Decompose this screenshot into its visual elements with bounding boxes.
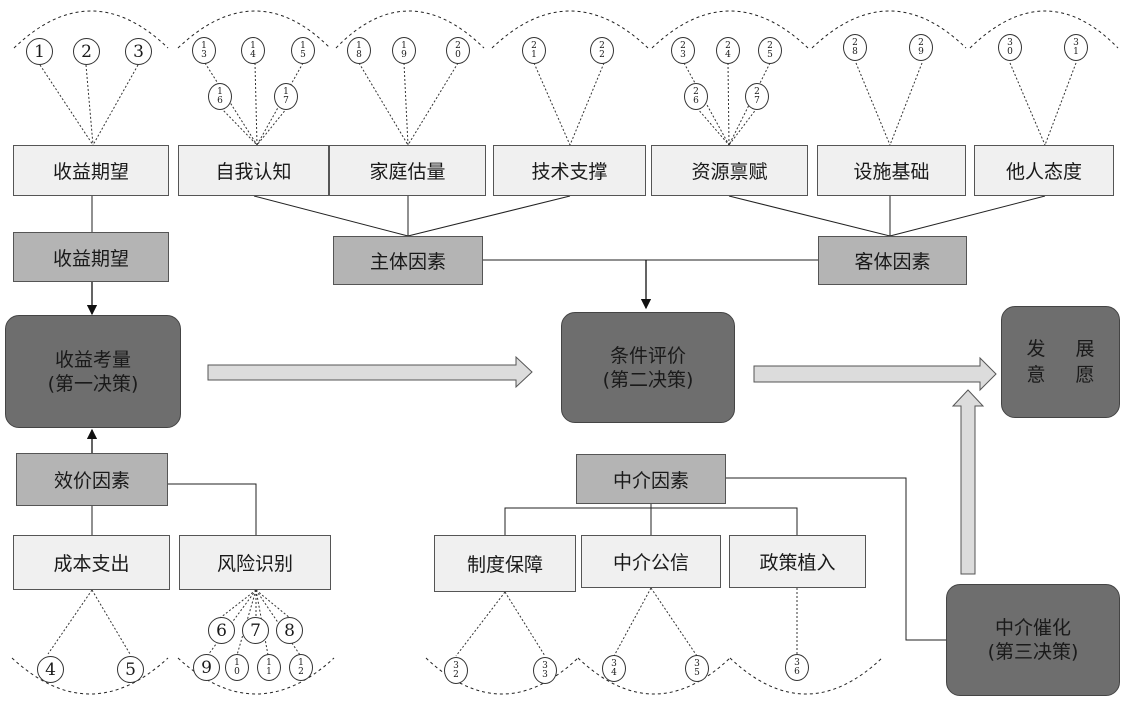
- third-decision-title: 中介催化: [994, 617, 1071, 639]
- goal-row-2: 意愿: [1026, 364, 1095, 386]
- efficiency-factor-node: 效价因素: [16, 453, 168, 506]
- marker-26: 26: [684, 83, 708, 110]
- first-decision-title: 收益考量: [54, 348, 131, 371]
- marker-19: 19: [392, 37, 416, 64]
- first-decision-subtitle: (第一决策): [47, 372, 139, 395]
- subject-factor-node: 主体因素: [333, 236, 483, 285]
- factor-income-expectation-top: 收益期望: [13, 145, 169, 196]
- marker-8: 8: [276, 617, 303, 644]
- marker-11: 11: [257, 654, 281, 681]
- marker-14: 14: [241, 37, 265, 64]
- second-decision-title: 条件评价: [609, 344, 686, 367]
- marker-4: 4: [37, 656, 64, 683]
- marker-30: 30: [998, 34, 1022, 61]
- marker-20: 20: [446, 37, 470, 64]
- development-willingness-node: 发展 意愿: [1001, 306, 1120, 418]
- intermediary-factor-node: 中介因素: [576, 454, 726, 504]
- marker-35: 35: [685, 655, 709, 682]
- risk-identification-node: 风险识别: [179, 535, 331, 590]
- marker-6: 6: [208, 617, 235, 644]
- second-decision-subtitle: (第二决策): [602, 368, 694, 391]
- marker-23: 23: [671, 37, 695, 64]
- marker-18: 18: [347, 37, 371, 64]
- marker-28: 28: [843, 34, 867, 61]
- marker-31: 31: [1064, 34, 1088, 61]
- marker-24: 24: [716, 37, 740, 64]
- marker-2: 2: [73, 38, 100, 65]
- marker-29: 29: [909, 34, 933, 61]
- factor-others-attitude: 他人态度: [974, 145, 1114, 196]
- marker-7: 7: [242, 617, 269, 644]
- second-decision-node: 条件评价 (第二决策): [561, 312, 735, 423]
- factor-technical-support: 技术支撑: [493, 145, 646, 196]
- marker-34: 34: [602, 655, 626, 682]
- factor-self-cognition: 自我认知: [178, 145, 329, 196]
- marker-16: 16: [208, 83, 232, 110]
- marker-1: 1: [26, 38, 53, 65]
- marker-25: 25: [758, 37, 782, 64]
- institution-guarantee-node: 制度保障: [434, 535, 576, 592]
- marker-32: 32: [444, 657, 468, 684]
- marker-5: 5: [117, 656, 144, 683]
- marker-33: 33: [533, 657, 557, 684]
- marker-36: 36: [785, 654, 809, 681]
- marker-17: 17: [274, 83, 298, 110]
- marker-9: 9: [193, 654, 220, 681]
- marker-27: 27: [745, 83, 769, 110]
- marker-15: 15: [291, 37, 315, 64]
- cost-expenditure-node: 成本支出: [13, 535, 170, 590]
- third-decision-node: 中介催化 (第三决策): [946, 584, 1120, 696]
- marker-10: 10: [225, 654, 249, 681]
- marker-12: 12: [289, 654, 313, 681]
- factor-family-assessment: 家庭估量: [329, 145, 486, 196]
- first-decision-node: 收益考量 (第一决策): [5, 315, 181, 428]
- goal-row-1: 发展: [1026, 338, 1095, 360]
- marker-13: 13: [192, 37, 216, 64]
- marker-21: 21: [522, 37, 546, 64]
- income-expectation-node: 收益期望: [13, 232, 169, 282]
- third-decision-subtitle: (第三决策): [987, 641, 1079, 663]
- object-factor-node: 客体因素: [818, 236, 967, 285]
- factor-resource-endowment: 资源禀赋: [651, 145, 808, 196]
- intermediary-credibility-node: 中介公信: [581, 535, 721, 588]
- policy-embedding-node: 政策植入: [729, 535, 866, 588]
- marker-3: 3: [125, 38, 152, 65]
- marker-22: 22: [590, 37, 614, 64]
- factor-infrastructure: 设施基础: [817, 145, 966, 196]
